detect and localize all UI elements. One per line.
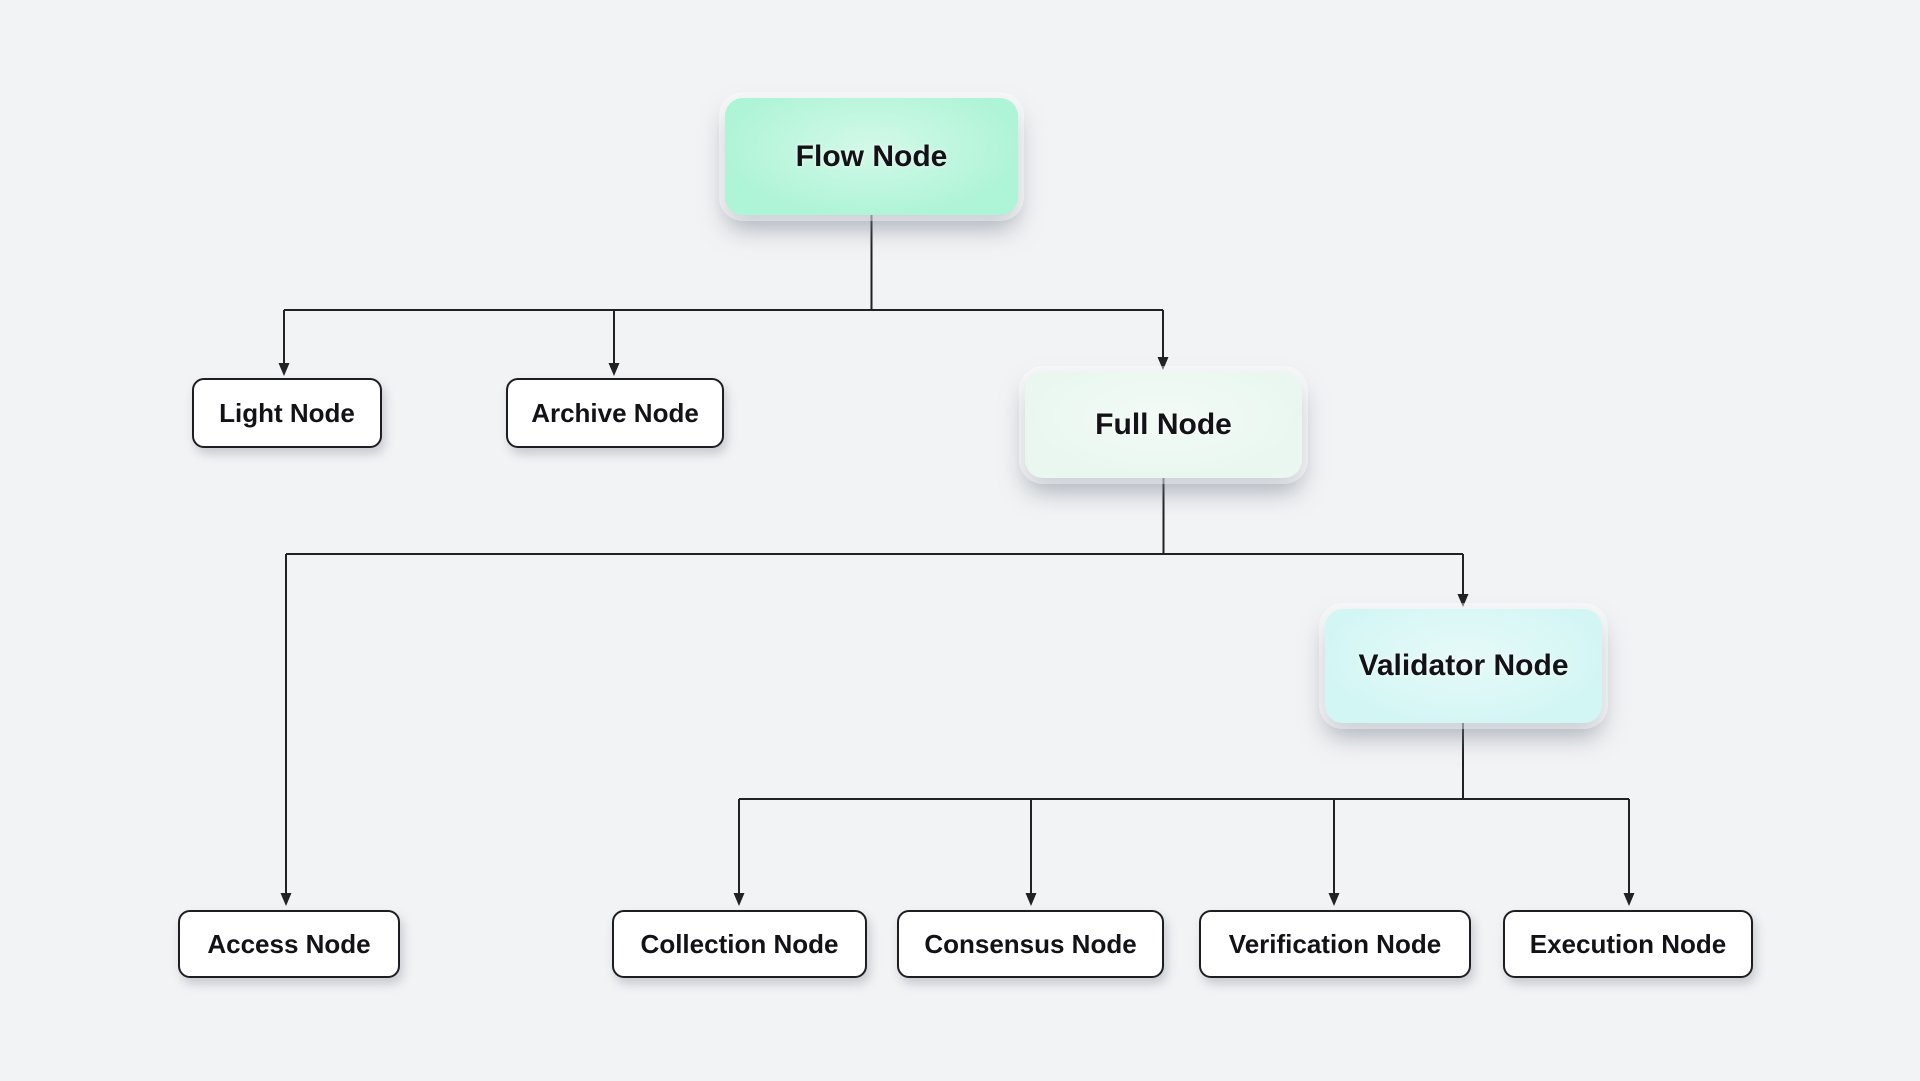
arrowhead-to-light — [278, 363, 290, 376]
arrowhead-to-execution — [1623, 893, 1635, 906]
edge-group-flow-children — [278, 215, 1169, 376]
arrowhead-to-full — [1157, 357, 1169, 370]
node-collection-node[interactable]: Collection Node — [612, 910, 867, 978]
edge-group-validator-children — [733, 723, 1635, 906]
node-full-node-label: Full Node — [1095, 408, 1232, 441]
node-flow-node-label: Flow Node — [795, 139, 948, 173]
arrowhead-to-validator — [1457, 594, 1469, 607]
edge-group-full-children — [280, 478, 1469, 906]
node-verification-node[interactable]: Verification Node — [1199, 910, 1471, 978]
node-archive-node-label: Archive Node — [531, 397, 699, 428]
node-consensus-node[interactable]: Consensus Node — [897, 910, 1164, 978]
node-access-node[interactable]: Access Node — [178, 910, 400, 978]
node-consensus-node-label: Consensus Node — [924, 928, 1137, 959]
arrowhead-to-collection — [733, 893, 745, 906]
arrowhead-to-archive — [608, 363, 620, 376]
node-light-node-label: Light Node — [219, 397, 355, 428]
node-verification-node-label: Verification Node — [1228, 928, 1442, 959]
arrowhead-to-verification — [1328, 893, 1340, 906]
node-validator-node-label: Validator Node — [1358, 649, 1569, 682]
node-access-node-label: Access Node — [207, 928, 371, 959]
node-full-node[interactable]: Full Node — [1025, 372, 1302, 478]
node-collection-node-label: Collection Node — [640, 928, 839, 959]
node-light-node[interactable]: Light Node — [192, 378, 382, 448]
node-archive-node[interactable]: Archive Node — [506, 378, 724, 448]
arrowhead-to-access — [280, 893, 292, 906]
node-validator-node[interactable]: Validator Node — [1325, 609, 1602, 723]
node-execution-node[interactable]: Execution Node — [1503, 910, 1753, 978]
node-execution-node-label: Execution Node — [1529, 928, 1727, 959]
node-flow-node[interactable]: Flow Node — [725, 98, 1018, 215]
arrowhead-to-consensus — [1025, 893, 1037, 906]
